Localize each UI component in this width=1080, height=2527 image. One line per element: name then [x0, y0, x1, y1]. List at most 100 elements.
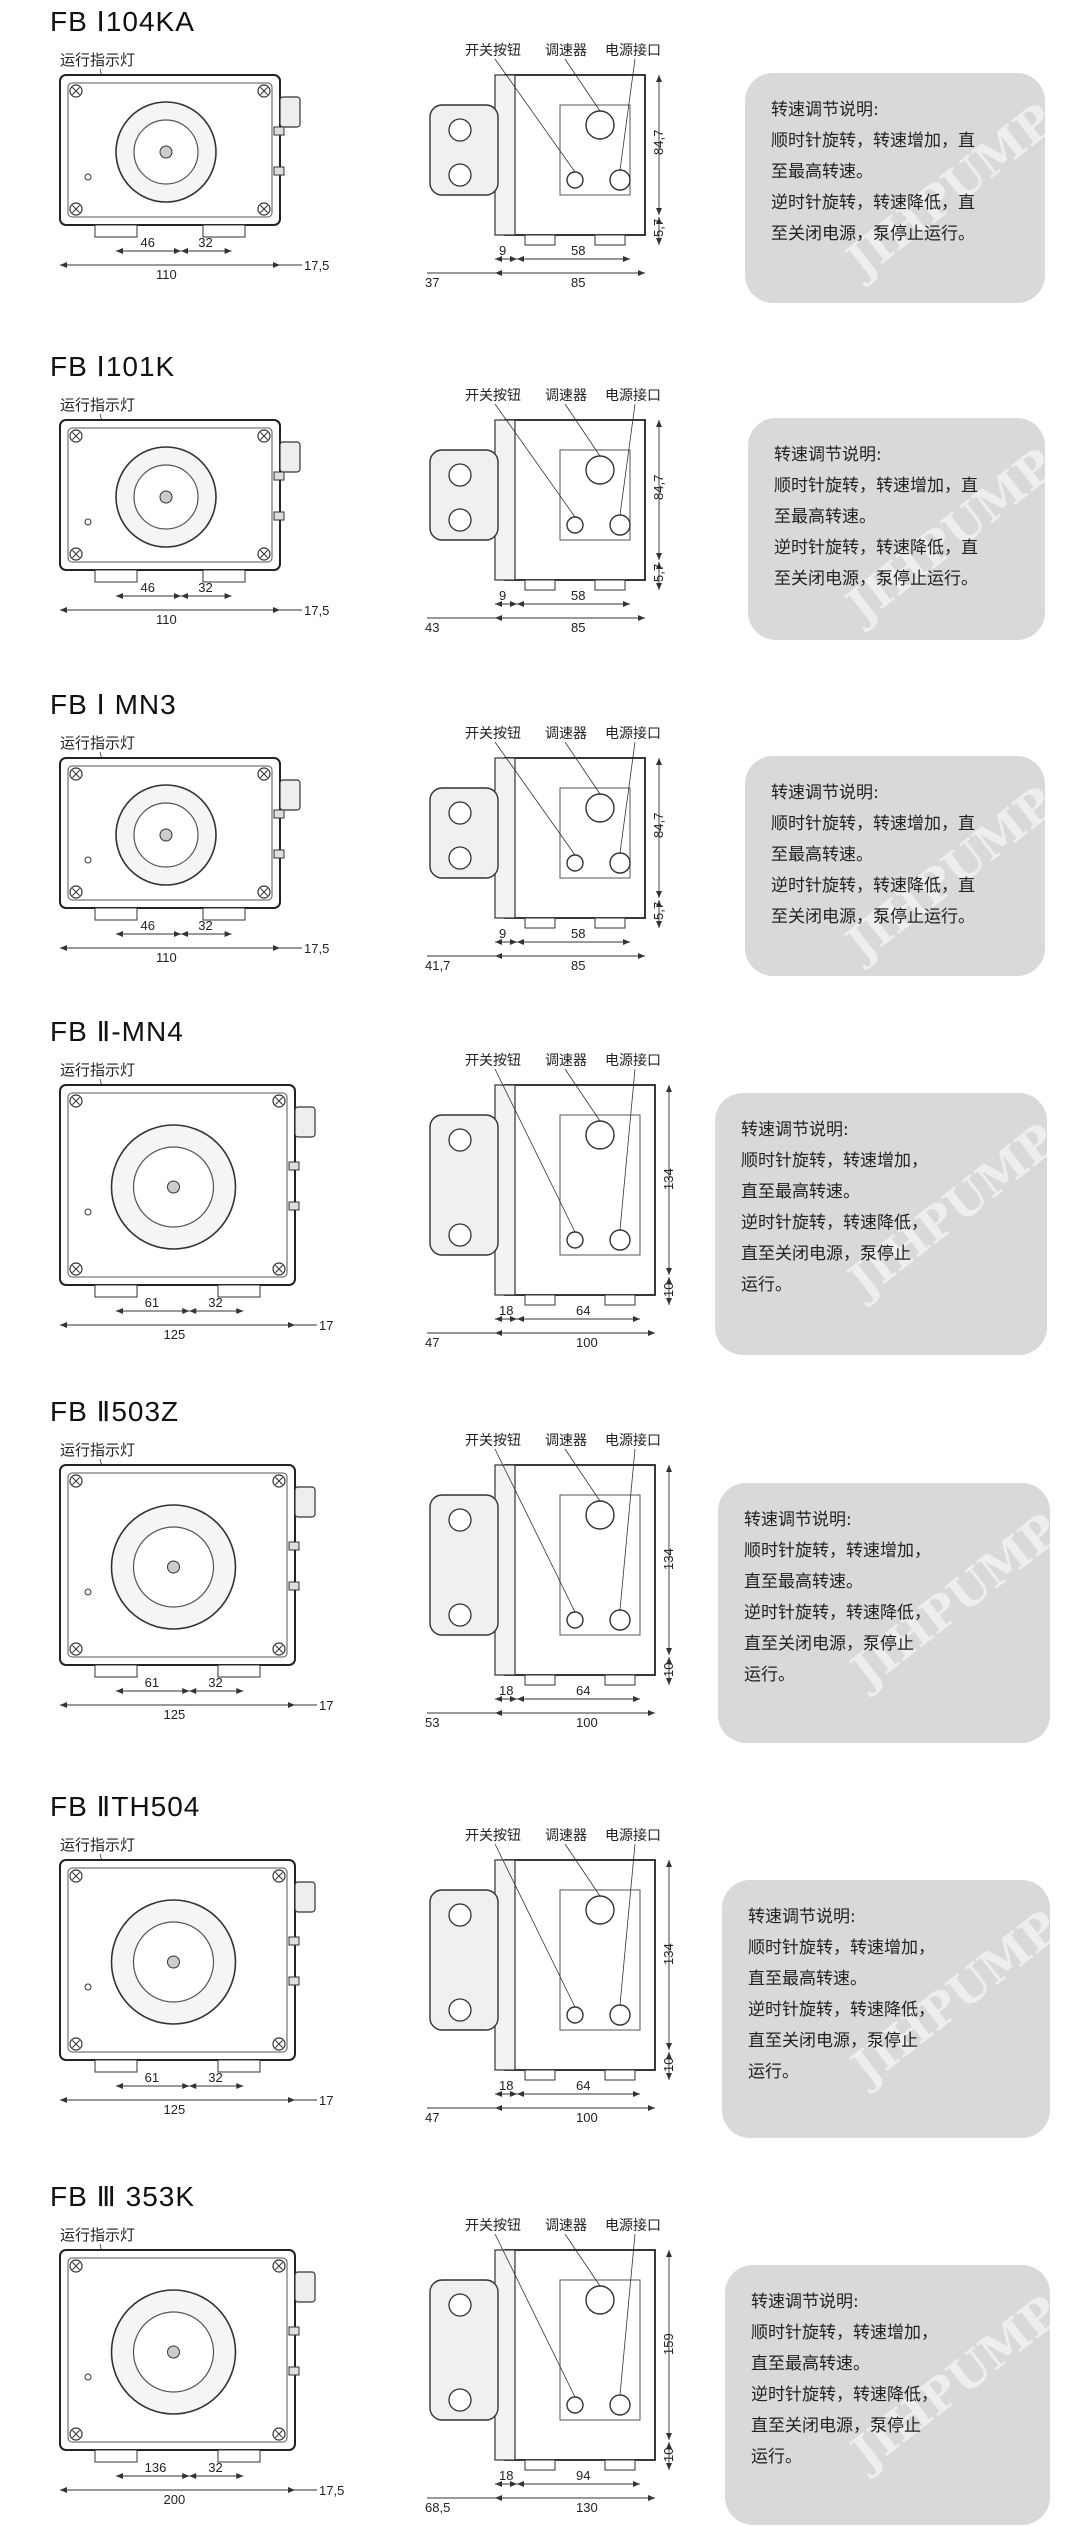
dimension-label: 68,5 [425, 2500, 450, 2515]
dimension-label: 58 [571, 926, 585, 941]
dimension-label: 130 [576, 2500, 598, 2515]
indicator-light-icon [84, 1208, 92, 1216]
dimension-label: 41,7 [425, 958, 450, 973]
speed-controller-label: 调速器 [545, 43, 587, 59]
dimension-label: 17 [319, 1318, 333, 1333]
dimension-label: 84,7 [651, 475, 666, 500]
dimension-label: 134 [661, 1943, 676, 1965]
dimension-label: 9 [499, 926, 506, 941]
dimension-label: 125 [164, 1327, 186, 1342]
dimension-label: 84,7 [651, 130, 666, 155]
indicator-label: 运行指示灯 [60, 1441, 135, 1459]
pump-head-side [429, 1114, 499, 1256]
dimension-label: 5,7 [651, 219, 666, 237]
dimension-label: 9 [499, 588, 506, 603]
housing-side-outline [504, 74, 646, 236]
dimension-label: 53 [425, 1715, 439, 1730]
dimension-label: 58 [571, 243, 585, 258]
note-title: 转速调节说明: [774, 445, 882, 465]
dimension-label: 100 [576, 2110, 598, 2125]
dimension-label: 17,5 [304, 603, 329, 618]
dimension-label: 125 [164, 2102, 186, 2117]
tube-fitting-icon [448, 118, 472, 142]
connector-icon [294, 2271, 316, 2303]
dimension-label: 134 [661, 1548, 676, 1570]
tube-fitting-icon [448, 1128, 472, 1152]
tube-fitting-icon [448, 1223, 472, 1247]
switch-button-label: 开关按钮 [465, 2218, 521, 2234]
housing-side-outline [504, 419, 646, 581]
dimension-label: 10 [661, 2448, 676, 2462]
tube-fitting-icon [448, 2293, 472, 2317]
dimension-label: 100 [576, 1715, 598, 1730]
note-line: 直至最高转速。 [744, 1572, 863, 1592]
note-line: 运行。 [744, 1665, 795, 1685]
power-socket-label: 电源接口 [605, 1432, 661, 1449]
pump-head-side [429, 1889, 499, 2031]
tube-fitting-icon [448, 2388, 472, 2412]
dimension-label: 32 [208, 1675, 222, 1690]
model-title: FB Ⅱ-MN4 [50, 1016, 184, 1047]
switch-button-icon [566, 1611, 584, 1629]
dimension-label: 17,5 [319, 2483, 344, 2498]
dimension-label: 32 [208, 2460, 222, 2475]
dimension-label: 17 [319, 1698, 333, 1713]
speed-knob-icon [585, 455, 615, 485]
dimension-label: 47 [425, 1335, 439, 1350]
pump-head-side [429, 449, 499, 541]
speed-controller-label: 调速器 [545, 1828, 587, 1844]
dimension-label: 18 [499, 2468, 513, 2483]
dimension-label: 32 [208, 2070, 222, 2085]
power-socket-icon [609, 1609, 631, 1631]
power-socket-label: 电源接口 [605, 725, 661, 742]
dimension-label: 47 [425, 2110, 439, 2125]
indicator-label: 运行指示灯 [60, 734, 135, 752]
switch-button-label: 开关按钮 [465, 726, 521, 742]
power-socket-label: 电源接口 [605, 1052, 661, 1069]
dimension-label: 46 [141, 235, 155, 250]
dimension-label: 61 [145, 1295, 159, 1310]
note-line: 逆时针旋转，转速降低，直 [771, 876, 975, 896]
note-line: 逆时针旋转，转速降低， [751, 2385, 938, 2405]
dimension-label: 110 [156, 612, 177, 627]
speed-controller-label: 调速器 [545, 2218, 587, 2234]
note-line: 直至关闭电源，泵停止 [741, 1244, 911, 1264]
dimension-label: 9 [499, 243, 506, 258]
dimension-label: 94 [576, 2468, 590, 2483]
note-line: 顺时针旋转，转速增加， [751, 2323, 938, 2343]
housing-side-outline [504, 1084, 656, 1296]
tube-fitting-icon [448, 508, 472, 532]
model-title: FB Ⅰ104KA [50, 6, 195, 37]
note-line: 至关闭电源，泵停止运行。 [771, 224, 975, 244]
speed-controller-label: 调速器 [545, 726, 587, 742]
speed-knob-icon [585, 793, 615, 823]
indicator-label: 运行指示灯 [60, 51, 135, 69]
dimension-label: 46 [141, 580, 155, 595]
indicator-label: 运行指示灯 [60, 1061, 135, 1079]
note-line: 运行。 [751, 2447, 802, 2467]
indicator-label: 运行指示灯 [60, 396, 135, 414]
note-line: 顺时针旋转，转速增加，直 [771, 814, 975, 834]
power-socket-label: 电源接口 [605, 1827, 661, 1844]
power-socket-label: 电源接口 [605, 2217, 661, 2234]
power-socket-label: 电源接口 [605, 387, 661, 404]
housing-side-outline [504, 1464, 656, 1676]
dimension-label: 110 [156, 267, 177, 282]
dimension-label: 5,7 [651, 564, 666, 582]
speed-knob-icon [585, 110, 615, 140]
dimension-label: 32 [198, 235, 212, 250]
switch-button-label: 开关按钮 [465, 1828, 521, 1844]
